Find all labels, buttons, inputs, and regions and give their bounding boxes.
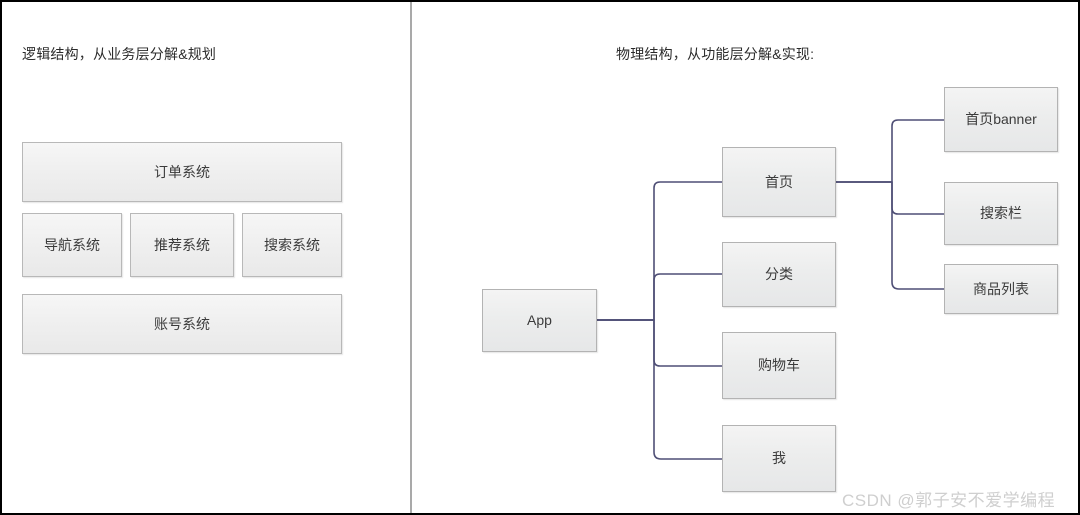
node-order-system[interactable]: 订单系统 [22, 142, 342, 202]
node-search-bar[interactable]: 搜索栏 [944, 182, 1058, 245]
csdn-watermark: CSDN @郭子安不爱学编程 [842, 491, 1056, 510]
node-navigation-system[interactable]: 导航系统 [22, 213, 122, 277]
node-home[interactable]: 首页 [722, 147, 836, 217]
edge-home-banner [835, 119, 945, 183]
edge-app-me [596, 319, 723, 460]
edge-home-search [835, 181, 945, 215]
node-product-list[interactable]: 商品列表 [944, 264, 1058, 314]
node-app[interactable]: App [482, 289, 597, 352]
panel-divider [410, 2, 412, 513]
edge-app-cart [596, 319, 723, 367]
edge-app-category [596, 273, 723, 321]
edge-home-goods [835, 181, 945, 290]
right-panel-heading: 物理结构，从功能层分解&实现: [616, 46, 815, 62]
edge-app-home [596, 181, 723, 321]
node-me[interactable]: 我 [722, 425, 836, 492]
node-shopping-cart[interactable]: 购物车 [722, 332, 836, 399]
node-search-system[interactable]: 搜索系统 [242, 213, 342, 277]
left-panel-heading: 逻辑结构，从业务层分解&规划 [22, 46, 217, 62]
node-category[interactable]: 分类 [722, 242, 836, 307]
node-home-banner[interactable]: 首页banner [944, 87, 1058, 152]
node-recommendation-system[interactable]: 推荐系统 [130, 213, 234, 277]
node-account-system[interactable]: 账号系统 [22, 294, 342, 354]
